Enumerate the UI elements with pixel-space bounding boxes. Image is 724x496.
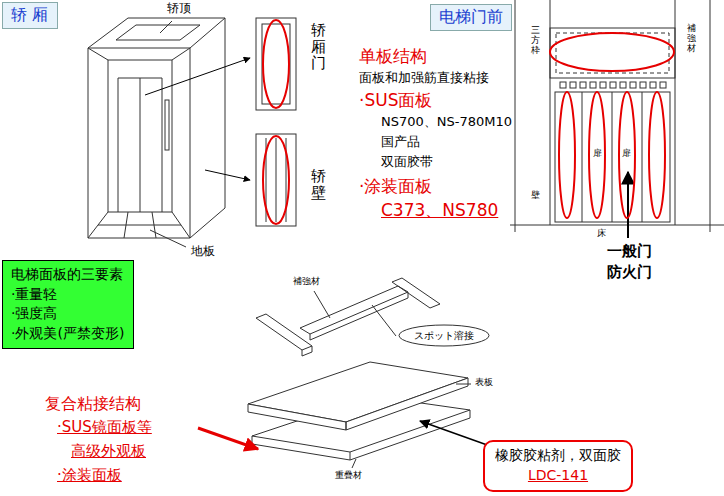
label: 重疊材 [334,470,363,481]
label: 国产品 [380,134,421,150]
door-header [550,28,675,78]
indicator [610,82,616,88]
label: 轿厢门 [311,22,326,72]
label: ·涂装面板 [358,176,433,196]
node-text: LDC-141 [495,466,621,486]
label: 表板 [474,377,494,388]
label: 三方枠 [531,26,540,56]
node-text: ·外观美(严禁变形) [11,324,125,344]
label: ·SUS面板 [358,90,433,110]
indicator [560,82,566,88]
leader-line [150,230,186,247]
label: 床 [596,228,607,239]
reinforcement-bar [300,286,408,340]
node-text: ·强度高 [11,304,125,324]
label: 扉 [592,148,603,159]
label: 防火门 [606,263,653,281]
pointer-arrow [205,170,250,180]
car-top [88,18,225,48]
leader-line [456,384,471,385]
pointer-arrow [145,58,250,95]
highlight-ellipse [619,92,635,218]
car-door [118,78,162,212]
car-edges [88,48,190,238]
indicator [580,82,586,88]
top-plate-flange [248,378,468,430]
pointer-arrow [198,428,258,449]
highlight-ellipse [589,92,605,218]
car-roof-panel [116,25,200,40]
label: 扉 [621,148,632,159]
reinforcement-bar [392,278,440,308]
label: 单板结构 [358,46,428,66]
wall-panel-ribs [266,138,286,222]
node-text: 电梯门前 [439,7,503,28]
header-box: 轿 厢 [2,2,58,29]
label: 双面胶带 [380,154,434,170]
label: NS700、NS-780M10 [380,114,513,130]
note-box: 橡胶胶粘剂，双面胶LDC-141 [483,440,633,492]
node-text: 电梯面板的三要素 [11,265,125,285]
indicator [570,82,576,88]
label: 地板 [190,244,216,258]
leader-line [160,21,172,33]
highlight-ellipse [263,20,289,108]
car-control-panel [165,100,169,150]
door-panel [256,18,296,110]
indicator [640,82,646,88]
car-floor [98,212,181,238]
label: ·SUS镜面板等 [56,418,153,436]
label: ·涂装面板 [56,466,123,484]
leader-line [372,305,396,336]
leader-line [314,291,330,318]
door-frame [510,0,724,232]
oval-shape [399,325,489,346]
callout-oval: スポット溶接 [398,324,490,347]
car-side [190,18,225,238]
label: 高级外观板 [70,442,147,460]
highlight-ellipse [263,136,289,224]
summary-box: 电梯面板的三要素·重量轻·强度高·外观美(严禁变形) [2,260,134,349]
pointer-arrow [420,421,490,446]
highlight-ellipse [550,33,674,71]
door-leaves [555,92,670,222]
label: 轿顶 [166,1,192,15]
wall-panel [256,134,296,226]
door-leaf-lines [582,92,642,222]
car-front-edge [88,48,190,238]
label: 复合粘接结构 [44,394,142,413]
reinforcement-bar [256,314,312,356]
indicator [630,82,636,88]
label: C373、NS780 [380,200,499,220]
label: 面板和加强筋直接粘接 [358,70,490,86]
indicator [600,82,606,88]
car-back-wall [108,60,172,212]
leader-line [352,459,356,468]
indicator [590,82,596,88]
label: 壁 [530,190,541,201]
label: 轿壁 [311,168,326,201]
header-box: 电梯门前 [430,4,512,31]
node-text: 轿 厢 [11,5,49,26]
node-text: スポット溶接 [414,329,474,342]
node-text: ·重量轻 [11,285,125,305]
label: 補強材 [292,276,321,287]
node-text: 橡胶胶粘剂，双面胶 [495,446,621,466]
highlight-ellipse [559,92,575,218]
highlight-ellipse [649,92,665,218]
indicator [660,82,666,88]
pointer-arrow [627,172,629,238]
indicator [650,82,656,88]
label: 一般门 [606,242,653,260]
indicator [620,82,626,88]
label: 補強材 [687,24,696,54]
